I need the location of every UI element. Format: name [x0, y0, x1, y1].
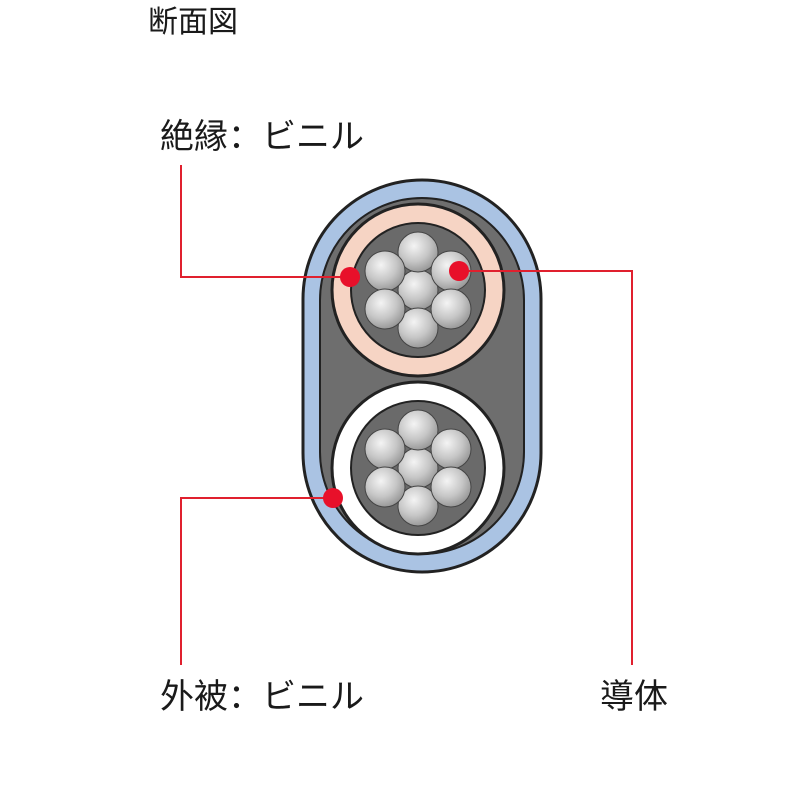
strand: [397, 231, 439, 273]
insulation-leader-line: [180, 165, 350, 278]
insulation-marker: [340, 267, 360, 287]
strands-top: [364, 231, 472, 349]
conductor-label: 導体: [600, 677, 668, 717]
insulation-label: 絶縁：ビニル: [160, 117, 364, 157]
sheath-marker: [323, 488, 343, 508]
strand: [364, 466, 406, 508]
strand: [430, 466, 472, 508]
sheath-leader-line: [180, 497, 333, 665]
conductor-leader-line: [459, 270, 633, 665]
strands-bottom: [364, 409, 472, 527]
strand: [397, 409, 439, 451]
diagram-title: 断面図: [148, 5, 238, 40]
sheath-label: 外被：ビニル: [160, 677, 364, 717]
strand: [430, 428, 472, 470]
strand: [364, 250, 406, 292]
conductor-marker: [449, 261, 469, 281]
strand: [364, 428, 406, 470]
strand: [430, 288, 472, 330]
strand: [397, 307, 439, 349]
strand: [364, 288, 406, 330]
strand: [397, 485, 439, 527]
